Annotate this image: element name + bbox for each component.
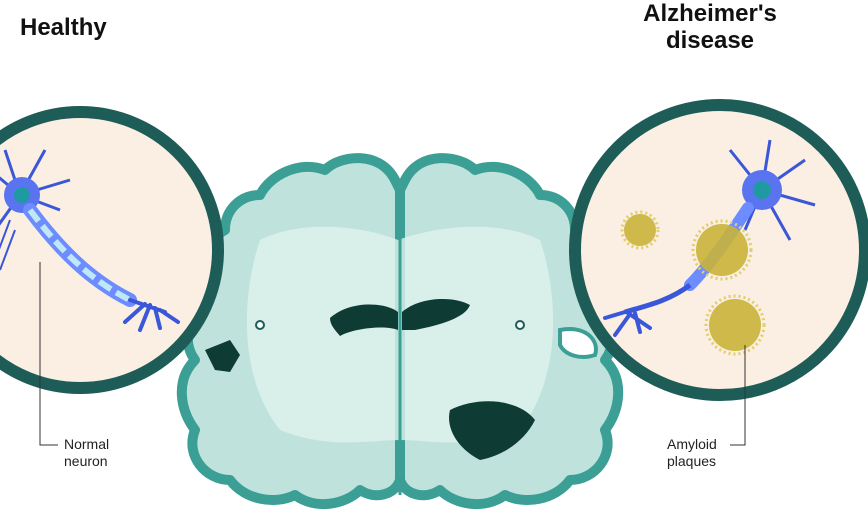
left-marker-dot bbox=[256, 321, 264, 329]
amyloid-plaques-label: Amyloid plaques bbox=[667, 436, 729, 470]
right-marker-dot bbox=[516, 321, 524, 329]
normal-neuron-label: Normal neuron bbox=[64, 436, 124, 470]
brain-cross-section bbox=[182, 158, 618, 504]
